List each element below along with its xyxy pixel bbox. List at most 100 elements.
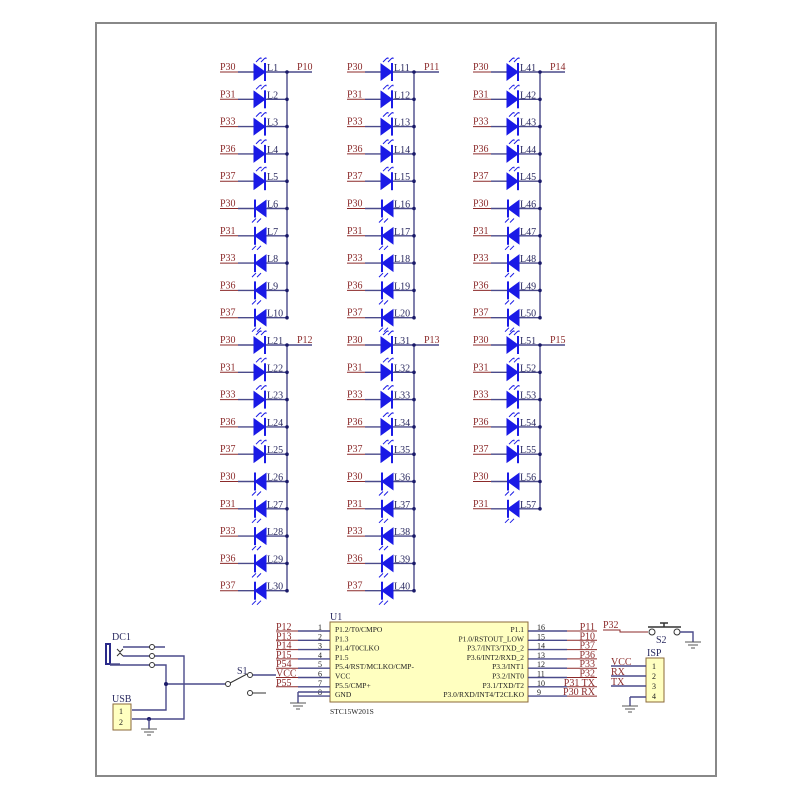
led-ref: L16 bbox=[394, 200, 410, 211]
led-icon bbox=[251, 308, 267, 333]
usb-connector[interactable] bbox=[112, 703, 132, 731]
switch-s2[interactable]: P32 S2 bbox=[603, 620, 701, 649]
bus-label: P15 bbox=[550, 335, 566, 346]
junction-dot bbox=[285, 425, 289, 429]
net-label: P30 bbox=[347, 472, 363, 483]
junction-dot bbox=[412, 124, 416, 129]
pin-name: P3.0/RXD/INT4/T2CLKO bbox=[443, 690, 524, 699]
pin-name: P1.1 bbox=[510, 625, 524, 634]
isp-pin[interactable]: 4 bbox=[652, 692, 656, 701]
junction-dot bbox=[285, 179, 289, 183]
junction-dot bbox=[412, 534, 416, 538]
led-icon bbox=[506, 166, 520, 191]
switch-s1[interactable] bbox=[225, 672, 267, 696]
net-label: P31 bbox=[220, 499, 236, 510]
isp-pin[interactable]: 3TX bbox=[611, 677, 656, 691]
s1-throw-a bbox=[247, 672, 253, 678]
mcu-body[interactable] bbox=[329, 621, 529, 703]
bus-label: P13 bbox=[424, 335, 440, 346]
led-ref: L29 bbox=[267, 554, 283, 565]
led-ref: L57 bbox=[520, 500, 536, 511]
net-label: P37 bbox=[473, 444, 489, 455]
isp-pin[interactable]: 2RX bbox=[611, 667, 656, 681]
